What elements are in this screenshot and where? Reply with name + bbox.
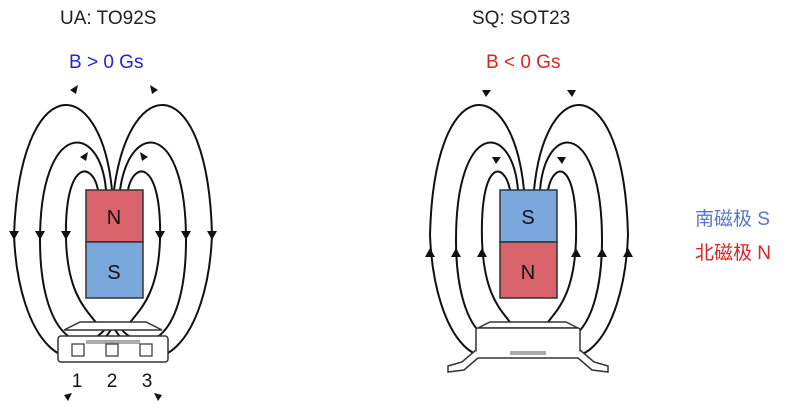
left-package-sensor (86, 340, 140, 344)
right-magnet-bottom (499, 241, 558, 299)
right-condition: B < 0 Gs (486, 52, 561, 73)
left-arrow (150, 85, 158, 94)
legend-north: 北磁极 N (695, 243, 772, 264)
right-package-top (477, 321, 579, 329)
left-arrow (61, 231, 71, 240)
left-pin-slot-3 (139, 343, 153, 357)
left-package-top (63, 321, 163, 331)
left-pin-slot-2 (105, 343, 119, 357)
right-arrow (492, 157, 501, 164)
right-package-body (475, 327, 581, 359)
left-arrow (70, 85, 78, 94)
right-package-sensor (510, 351, 546, 355)
left-pin-slot-1 (71, 343, 85, 357)
left-condition: B > 0 Gs (69, 52, 144, 73)
pin-label-1: 1 (72, 371, 83, 392)
left-arrows (9, 85, 217, 401)
right-arrow (557, 157, 566, 164)
right-arrows (425, 90, 633, 257)
right-magnet-top-label: S (521, 207, 534, 229)
left-arrow (64, 393, 72, 401)
left-title: UA: TO92S (60, 8, 157, 29)
left-arrow (9, 231, 19, 240)
right-magnet-bottom-label: N (521, 262, 535, 284)
right-package-lead-right (577, 349, 609, 373)
right-title: SQ: SOT23 (472, 8, 571, 29)
right-arrow (425, 248, 435, 257)
left-arrow (154, 393, 162, 401)
right-package-lead-left (447, 349, 479, 373)
right-magnet-top (499, 189, 558, 243)
right-package-sot23 (447, 321, 609, 373)
left-diagram: N S 1 2 3 (9, 85, 217, 401)
left-magnet-top-label: N (107, 207, 121, 229)
legend-south: 南磁极 S (695, 209, 770, 230)
left-package-to92s: 1 2 3 (57, 321, 169, 392)
left-magnet-bottom-label: S (107, 262, 120, 284)
right-arrow (451, 248, 461, 257)
right-arrow (571, 248, 581, 257)
right-arrow (477, 248, 487, 257)
left-arrow (140, 152, 148, 161)
right-arrow (597, 248, 607, 257)
pin-label-3: 3 (142, 371, 153, 392)
right-field-line-inner-right (545, 170, 578, 326)
left-arrow (80, 152, 88, 161)
left-magnet-top (85, 189, 144, 243)
right-arrow (567, 90, 576, 97)
left-arrow (207, 231, 217, 240)
left-arrow (181, 231, 191, 240)
right-arrow (482, 90, 491, 97)
pin-label-2: 2 (107, 371, 118, 392)
left-arrow (155, 231, 165, 240)
left-arrow (35, 231, 45, 240)
right-field-line-inner-left (480, 170, 513, 326)
left-magnet-bottom (85, 241, 144, 299)
right-diagram: S N (425, 90, 633, 373)
right-arrow (623, 248, 633, 257)
